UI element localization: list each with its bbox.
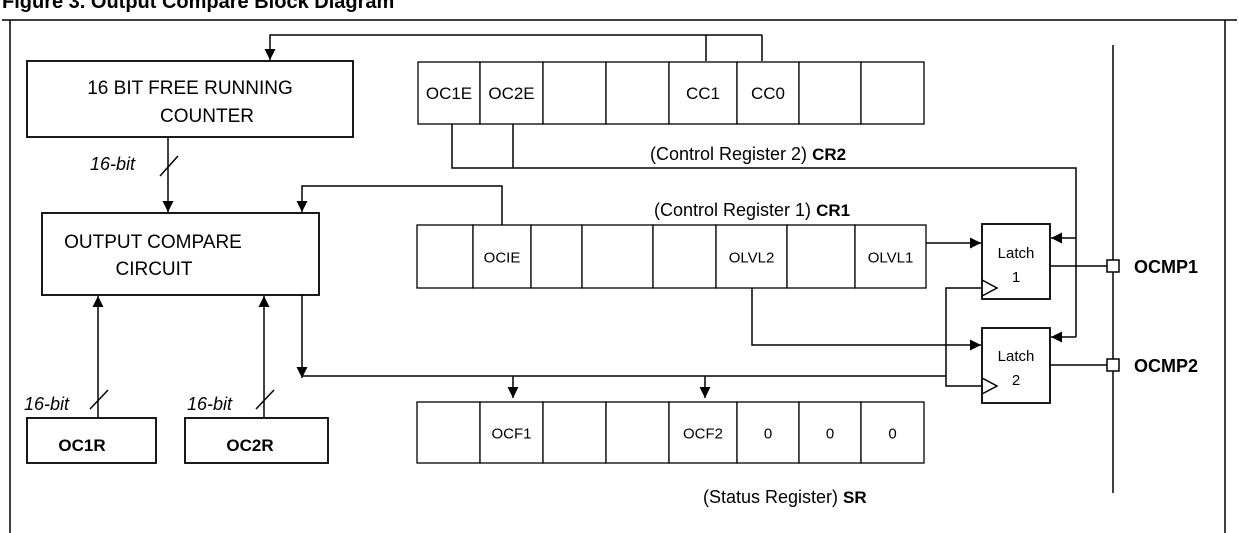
cr2-bit-cell <box>668 61 738 125</box>
oc1r-bus-label: 16-bit <box>24 394 70 414</box>
sr-bit-cell <box>860 401 925 464</box>
figure-title: Figure 3. Output Compare Block Diagram <box>2 0 395 13</box>
cr1-bit-cell <box>715 224 788 289</box>
compare-label-line2: CIRCUIT <box>115 259 192 280</box>
sr-bit-cell <box>542 401 607 464</box>
oc2r-register-block: OC2R <box>184 417 329 464</box>
sr-caption-text: (Status Register) <box>703 487 843 507</box>
ocmp2-pin-label: OCMP2 <box>1134 356 1198 376</box>
sr-bit-label: 0 <box>888 426 896 443</box>
latch-2: Latch 2 <box>981 327 1051 404</box>
oc1r-register-block: OC1R <box>26 417 157 464</box>
cr1-bit-label: OCIE <box>484 250 521 267</box>
cr1-bit-cell <box>416 224 474 289</box>
cr2-bit-label: OC2E <box>488 84 534 103</box>
cr2-bit-label: OC1E <box>426 84 472 103</box>
counter-label-line1: 16 BIT FREE RUNNING <box>87 78 293 99</box>
cr2-bit-cell <box>860 61 925 125</box>
cr2-name: CR2 <box>812 145 846 164</box>
cr2-bit-label: CC1 <box>686 84 720 103</box>
oc2r-label: OC2R <box>226 436 273 455</box>
latch1-label-line1: Latch <box>998 245 1035 262</box>
cr2-bit-cell <box>417 61 481 125</box>
sr-bit-label: 0 <box>764 426 772 443</box>
oc1r-label: OC1R <box>58 436 105 455</box>
cr2-bit-cell <box>605 61 670 125</box>
cr1-bit-label: OLVL2 <box>729 250 775 267</box>
cr2-bit-cell <box>542 61 607 125</box>
cr1-bit-cell <box>786 224 856 289</box>
sr-bit-label: OCF1 <box>491 426 531 443</box>
cr1-bit-cell <box>854 224 927 289</box>
sr-bit-cell <box>479 401 544 464</box>
sr-bit-cell <box>605 401 670 464</box>
oc1r-bus-slash-icon <box>89 389 109 410</box>
sr-bit-label: 0 <box>826 426 834 443</box>
sr-caption: (Status Register) SR <box>703 487 867 507</box>
sr-bit-label: OCF2 <box>683 426 723 443</box>
ocmp1-pin-label: OCMP1 <box>1134 257 1198 277</box>
control-register-2: OC1E OC2E CC1 CC0 <box>417 61 925 125</box>
cr1-bit-cell <box>581 224 654 289</box>
cr1-bit-cell <box>530 224 583 289</box>
counter-label-line2: COUNTER <box>160 106 254 127</box>
latch-1: Latch 1 <box>981 223 1051 300</box>
latch2-label-line2: 2 <box>1012 372 1020 389</box>
sr-bit-cell <box>798 401 862 464</box>
cr1-bit-cell <box>652 224 717 289</box>
control-register-1: OCIE OLVL2 OLVL1 <box>416 224 927 289</box>
cr2-bit-cell <box>798 61 862 125</box>
sr-bit-cell <box>668 401 738 464</box>
counter-bus-slash-icon <box>159 155 179 177</box>
output-compare-circuit-block: OUTPUT COMPARE CIRCUIT <box>41 212 320 296</box>
ocmp2-pin-square-icon <box>1106 358 1120 372</box>
cr2-bit-label: CC0 <box>751 84 785 103</box>
latch2-clock-icon <box>981 377 999 395</box>
compare-label-line1: OUTPUT COMPARE <box>64 232 242 253</box>
cr2-caption-text: (Control Register 2) <box>650 144 812 164</box>
cr2-bit-cell <box>479 61 544 125</box>
figure-frame <box>2 19 1237 533</box>
oc2r-bus-slash-icon <box>255 389 275 410</box>
latch2-label-line1: Latch <box>998 348 1035 365</box>
cr1-bit-label: OLVL1 <box>868 250 914 267</box>
oc2r-bus-label: 16-bit <box>187 394 233 414</box>
signal-wires <box>89 34 1120 493</box>
latch1-label-line2: 1 <box>1012 269 1020 286</box>
counter-bus-label: 16-bit <box>90 154 136 174</box>
latch1-clock-icon <box>981 279 999 297</box>
cr1-caption-text: (Control Register 1) <box>654 200 816 220</box>
cr2-bit-cell <box>736 61 800 125</box>
sr-bit-cell <box>416 401 481 464</box>
ocmp1-pin-square-icon <box>1106 259 1120 273</box>
cr1-caption: (Control Register 1) CR1 <box>654 200 850 220</box>
status-register: OCF1 OCF2 0 0 0 <box>416 401 925 464</box>
free-running-counter-block: 16 BIT FREE RUNNING COUNTER <box>26 60 354 138</box>
cr2-caption: (Control Register 2) CR2 <box>650 144 846 164</box>
sr-name: SR <box>843 488 867 507</box>
cr1-name: CR1 <box>816 201 850 220</box>
